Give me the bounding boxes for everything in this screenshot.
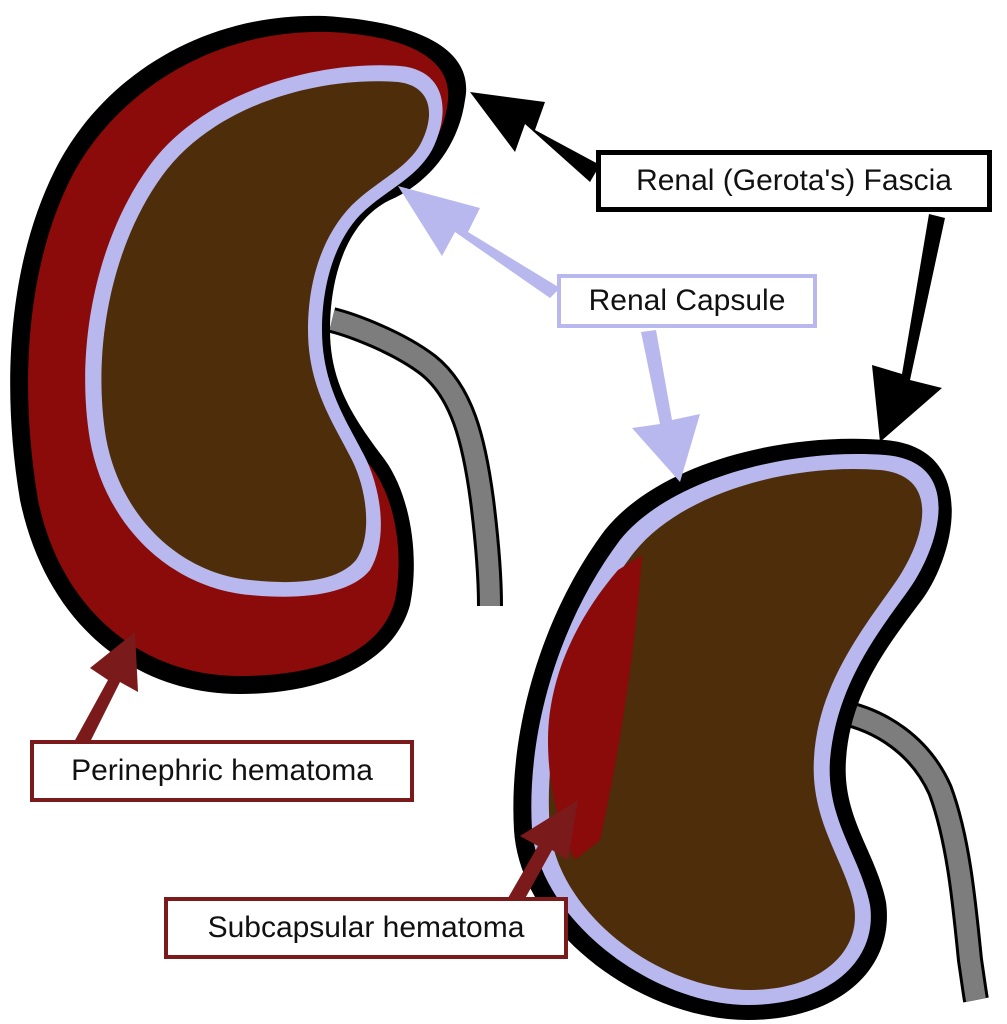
- left-kidney: [10, 15, 503, 694]
- left-ureter-fill: [329, 310, 500, 607]
- fascia-arrows: [470, 92, 945, 442]
- hematoma-arrows: [74, 632, 578, 904]
- right-kidney: [513, 438, 989, 1021]
- capsule-arrow-down: [632, 330, 700, 482]
- subcapsular-hematoma-label: Subcapsular hematoma: [164, 897, 568, 959]
- renal-fascia-label: Renal (Gerota's) Fascia: [596, 150, 992, 212]
- left-kidney-parenchyma: [101, 81, 430, 583]
- perinephric-hematoma-label: Perinephric hematoma: [30, 740, 414, 802]
- fascia-arrow-down: [872, 214, 945, 442]
- renal-capsule-label: Renal Capsule: [557, 274, 817, 328]
- capsule-arrow-up: [398, 186, 560, 298]
- subcapsular-arrow: [508, 800, 578, 904]
- right-ureter-fill: [837, 702, 986, 1002]
- capsule-arrows: [398, 186, 700, 482]
- right-kidney-parenchyma: [548, 468, 923, 991]
- perinephric-arrow: [74, 632, 138, 746]
- fascia-arrow-left: [470, 92, 600, 182]
- right-subcapsular-hematoma: [548, 555, 642, 860]
